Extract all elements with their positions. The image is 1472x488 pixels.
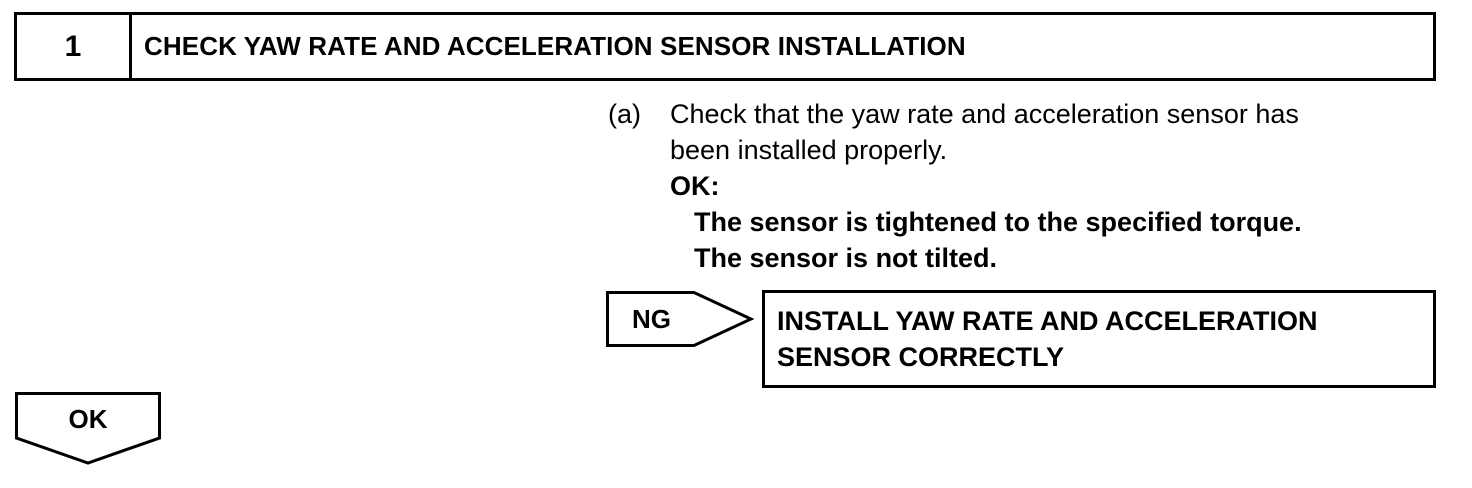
ok-arrow-icon [15,392,161,465]
ng-branch-flag: NG [606,291,754,347]
step-header: 1 CHECK YAW RATE AND ACCELERATION SENSOR… [14,12,1436,81]
criteria-item: The sensor is tightened to the specified… [694,207,1302,237]
instruction-body: Check that the yaw rate and acceleration… [670,96,1428,276]
step-number: 1 [17,15,132,78]
instruction-block: (a) Check that the yaw rate and accelera… [608,96,1428,276]
step-title: CHECK YAW RATE AND ACCELERATION SENSOR I… [144,31,966,61]
instruction-text-line-1: Check that the yaw rate and acceleration… [670,99,1299,129]
ng-label: NG [632,304,671,334]
ng-result-box: INSTALL YAW RATE AND ACCELERATION SENSOR… [762,290,1436,388]
ng-arrow-icon [606,291,754,347]
instruction-marker: (a) [608,99,641,129]
ng-result-line-2: SENSOR CORRECTLY [777,342,1065,372]
ng-result-line-1: INSTALL YAW RATE AND ACCELERATION [777,306,1318,336]
instruction-text-line-2: been installed properly. [670,135,948,165]
ok-branch-flag: OK [14,392,162,466]
ok-criteria-label: OK: [670,171,720,201]
criteria-item: The sensor is not tilted. [694,243,998,273]
ok-label: OK [68,404,108,434]
